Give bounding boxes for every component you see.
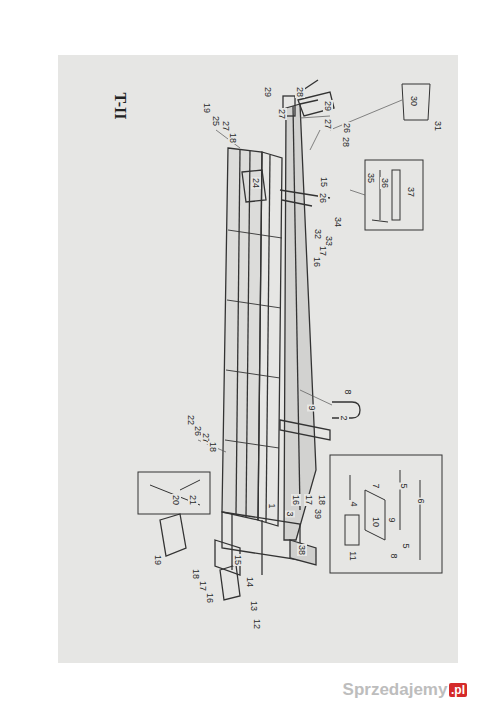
watermark: Sprzedajemy xyxy=(343,680,448,700)
callout-number: 38 xyxy=(297,544,307,556)
leader-lines xyxy=(198,100,402,452)
callout-number: 18 xyxy=(208,441,218,453)
callout-number: 27 xyxy=(323,118,333,130)
callout-number: 27 xyxy=(221,120,231,132)
callout-number: 34 xyxy=(333,216,343,228)
callout-number: 5 xyxy=(401,542,411,549)
inset-boxes xyxy=(138,84,442,573)
callout-number: 18 xyxy=(228,132,238,144)
callout-number: 19 xyxy=(202,102,212,114)
callout-number: 17 xyxy=(198,580,208,592)
callout-number: 31 xyxy=(433,120,443,132)
callout-number: 6 xyxy=(416,497,426,504)
callout-number: 9 xyxy=(307,404,317,411)
callout-number: 12 xyxy=(252,618,262,630)
callout-number: 16 xyxy=(312,256,322,268)
callout-number: 20 xyxy=(171,494,181,506)
callout-number: 1 xyxy=(267,502,277,509)
callout-number: 15 xyxy=(233,554,243,566)
callout-number: 2 xyxy=(339,414,349,421)
callout-number: 8 xyxy=(343,388,353,395)
callout-number: 4 xyxy=(349,500,359,507)
callout-number: 11 xyxy=(348,550,358,561)
callout-number: 15 xyxy=(319,176,329,188)
callout-number: 8 xyxy=(389,552,399,559)
watermark: .pl xyxy=(449,683,467,697)
callout-number: 30 xyxy=(409,95,419,107)
callout-number: 9 xyxy=(387,516,397,523)
callout-number: 25 xyxy=(211,115,221,127)
callout-number: 16 xyxy=(291,494,301,506)
callout-number: 13 xyxy=(249,600,259,612)
callout-number: 29 xyxy=(263,86,273,98)
callout-number: 16 xyxy=(205,592,215,604)
callout-number: 27 xyxy=(277,108,287,120)
paper-sheet xyxy=(58,55,458,663)
callout-number: 21 xyxy=(188,494,198,506)
callout-number: 29 xyxy=(323,100,333,112)
sheet-title: T-II xyxy=(111,93,129,120)
callout-number: 39 xyxy=(313,508,323,520)
callout-number: 18 xyxy=(317,494,327,506)
callout-number: 28 xyxy=(295,86,305,98)
callout-number: 26 xyxy=(342,122,352,134)
callout-number: 36 xyxy=(380,177,390,189)
callout-number: 10 xyxy=(371,516,381,528)
callout-number: 32 xyxy=(313,228,323,240)
callout-number: 7 xyxy=(371,482,381,489)
callout-number: 37 xyxy=(406,186,416,198)
callout-number: 24 xyxy=(251,177,261,189)
callout-number: 26 xyxy=(318,192,328,204)
callout-number: 17 xyxy=(304,494,314,506)
callout-number: 3 xyxy=(285,510,295,517)
callout-number: 35 xyxy=(366,172,376,184)
callout-number: 18 xyxy=(191,568,201,580)
callout-number: 28 xyxy=(341,136,351,148)
callout-number: 5 xyxy=(399,482,409,489)
callout-number: 19 xyxy=(153,554,163,566)
callout-number: 14 xyxy=(245,576,255,588)
